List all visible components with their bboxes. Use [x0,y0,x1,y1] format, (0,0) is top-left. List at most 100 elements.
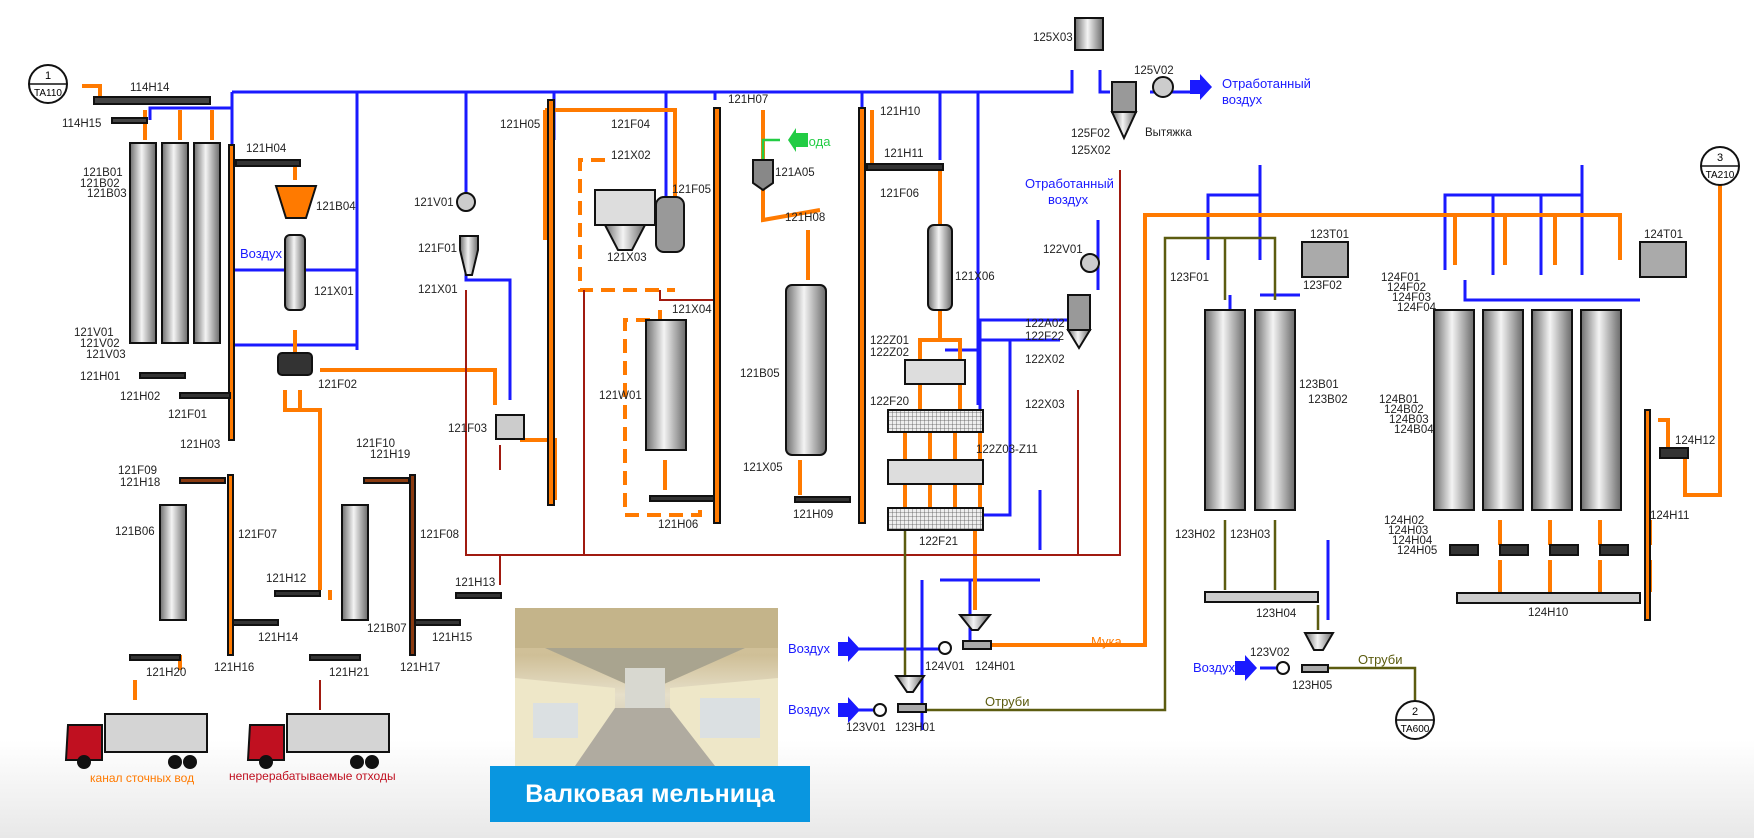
equipment-code-121X03: 121X03 [607,252,647,264]
caption-banner: Валковая мельница [490,766,810,822]
fan-124V01[interactable] [938,641,952,655]
separator-121F05[interactable] [655,196,685,253]
water-line [761,138,780,160]
fan-122V01[interactable] [1080,253,1100,273]
equipment-code-125V02: 125V02 [1134,65,1174,77]
hopper-121B04[interactable] [274,185,318,219]
equipment-code-122Z02: 122Z02 [870,347,909,359]
cyclone-121F01[interactable] [459,235,479,276]
rollstand-122Z03[interactable] [887,459,984,485]
sifter-122F20[interactable] [887,409,984,433]
equipment-code-121H10: 121H10 [880,106,920,118]
equipment-code-125F02: 125F02 [1071,128,1110,140]
feeder-124H05[interactable] [1599,544,1629,556]
equipment-code-121H04: 121H04 [246,143,287,155]
bin-124B04[interactable] [1580,309,1622,511]
conveyor-121H09[interactable] [794,496,851,503]
conveyor-121H11[interactable] [866,163,944,171]
terminal-number: 3 [1717,152,1723,164]
equipment-code-123B01: 123B01 [1299,379,1339,391]
fan-121V01[interactable] [456,192,476,212]
fan-123V01[interactable] [873,703,887,717]
elevator-121H10[interactable] [858,107,866,524]
terminal-TA210[interactable]: 3 TA210 [1700,146,1740,186]
elevator-121H17[interactable] [409,474,416,656]
silo-121B02[interactable] [161,142,189,344]
label-air-intake: Воздух [240,246,283,261]
bin-123B01[interactable] [1204,309,1246,511]
rollstand-122Z01[interactable] [904,359,966,385]
bin-124B02[interactable] [1482,309,1524,511]
scourer-121F02[interactable] [277,352,313,376]
conveyor-121H04[interactable] [235,159,301,167]
equipment-code-121F08: 121F08 [420,529,459,541]
conveyor-121H06[interactable] [649,495,721,502]
destoner-121F03[interactable] [495,414,525,440]
bin-121B05[interactable] [785,284,827,456]
airlock-123H01[interactable] [894,675,926,693]
equipment-code-124H05: 124H05 [1397,545,1437,557]
conveyor-121H21[interactable] [309,654,361,661]
equipment [93,17,1689,717]
airlock-124H01[interactable] [957,614,993,631]
silo-121B01[interactable] [129,142,157,344]
equipment-code-123F01: 123F01 [1170,272,1209,284]
conveyor-114H14[interactable] [93,96,211,105]
conveyor-121H19[interactable] [363,477,410,484]
fan-123V02[interactable] [1276,661,1290,675]
fan-125V02[interactable] [1152,76,1174,98]
equipment-code-124H03: 124H03 [1388,525,1428,537]
conveyor-121H18[interactable] [179,477,226,484]
equipment-code-121F02: 121F02 [318,379,357,391]
elevator-121H16[interactable] [227,474,234,656]
elevator-121H03[interactable] [228,144,235,441]
conveyor-121H02[interactable] [179,392,231,399]
conveyor-121H15[interactable] [414,619,461,626]
separator-121X01[interactable] [284,234,306,311]
bin-124B03[interactable] [1531,309,1573,511]
truck-sewage [64,713,208,769]
blower-124T01[interactable] [1639,241,1687,278]
conveyor-121H14[interactable] [232,619,279,626]
equipment-code-121F04: 121F04 [611,119,651,131]
washer-121W01[interactable] [645,319,687,451]
conveyor-121H13[interactable] [455,592,502,599]
equipment-code-121V01: 121V01 [74,327,114,339]
feeder-124H03[interactable] [1499,544,1529,556]
elevator-124H11[interactable] [1644,409,1651,621]
terminal-code: TA210 [1706,170,1735,181]
dampener-121A05[interactable] [752,159,774,192]
conveyor-121H12[interactable] [274,590,321,597]
conveyor-121H01[interactable] [139,372,186,379]
equipment-code-123H05: 123H05 [1292,680,1332,692]
separator-121X06[interactable] [927,224,953,311]
sifter-122F21[interactable] [887,507,984,531]
conveyor-124H10[interactable] [1456,592,1641,604]
equipment-code-122A02: 122A02 [1025,318,1065,330]
bin-124B01[interactable] [1433,309,1475,511]
conveyor-114H15[interactable] [111,117,148,124]
filter-125F02[interactable] [1111,81,1137,113]
bin-123B02[interactable] [1254,309,1296,511]
conveyor-121H20[interactable] [129,654,181,661]
terminal-TA600[interactable]: 2 TA600 [1395,700,1435,740]
silo-121B03[interactable] [193,142,221,344]
feeder-124H02[interactable] [1449,544,1479,556]
terminal-TA110[interactable]: 1 TA110 [28,64,68,104]
silo-125X03[interactable] [1074,17,1104,51]
equipment-code-123H04: 123H04 [1256,608,1297,620]
feeder-124H12[interactable] [1659,447,1689,459]
elevator-121H07[interactable] [713,107,721,524]
elevator-121H05[interactable] [547,99,555,506]
bin-121B07[interactable] [341,504,369,621]
feeder-124H04[interactable] [1549,544,1579,556]
airlock-123H05[interactable] [1303,632,1335,651]
filter-122F22[interactable] [1067,294,1091,331]
aspirator-121X03[interactable] [594,189,656,226]
equipment-code-121H06: 121H06 [658,519,698,531]
equipment-code-123V01: 123V01 [846,722,886,734]
conveyor-123H04[interactable] [1204,591,1319,603]
bin-121B06[interactable] [159,504,187,621]
blower-123T01[interactable] [1301,241,1349,278]
equipment-code-121V03: 121V03 [86,349,126,361]
